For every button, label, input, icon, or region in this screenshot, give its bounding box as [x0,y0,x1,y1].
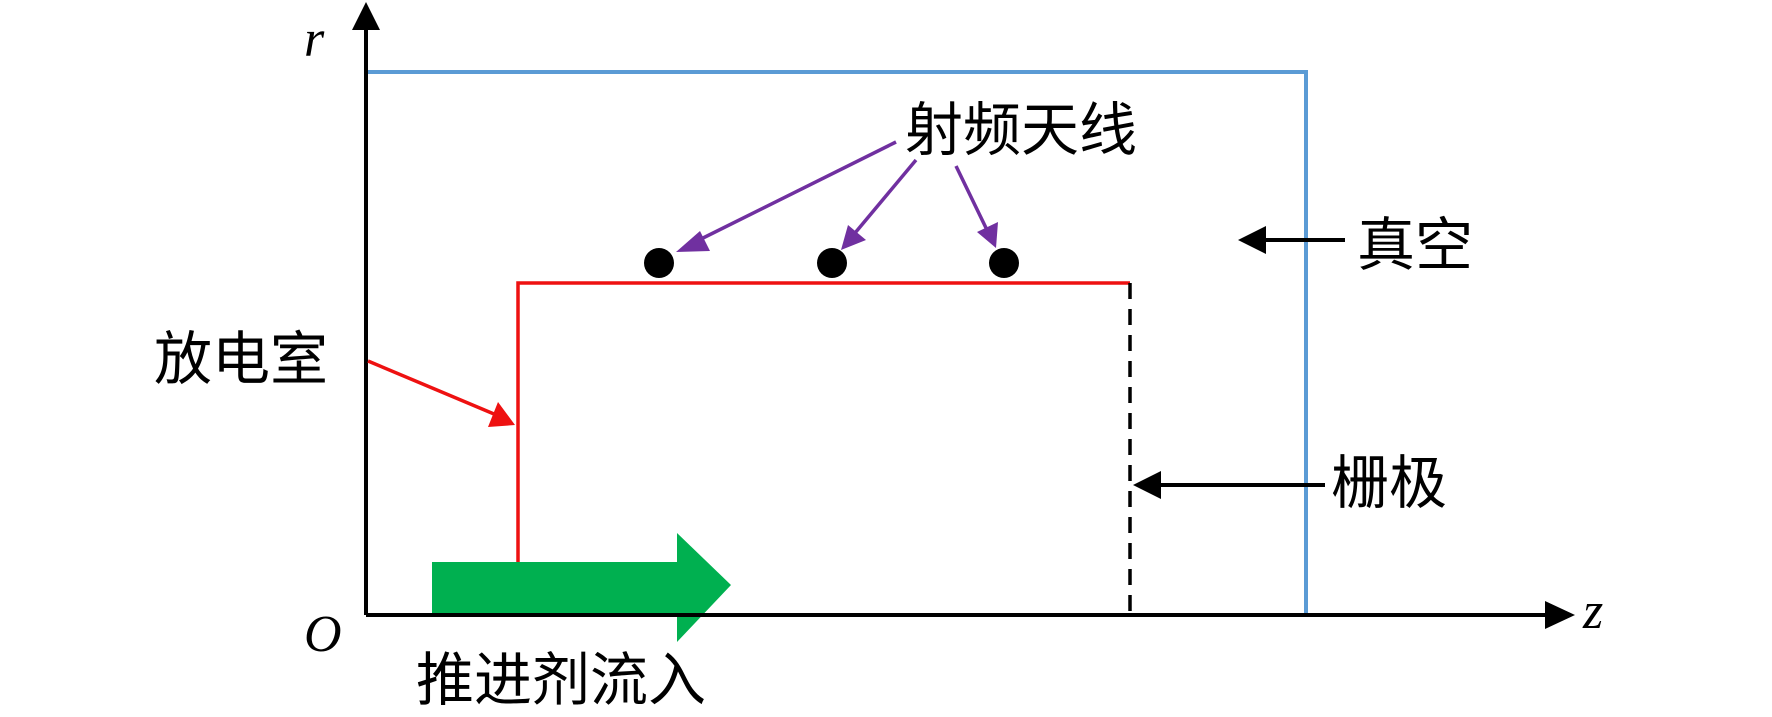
vacuum-boundary [366,70,1308,615]
discharge-chamber-wall [516,281,1130,563]
vacuum-label: 真空 [1357,211,1473,279]
z-axis-label: z [1582,583,1603,640]
discharge-chamber-label: 放电室 [154,325,328,393]
propellant-arrow [432,533,731,642]
r-axis-label: r [304,11,325,68]
rf-antenna-arrow-line [694,140,897,244]
rf-antenna-arrow-line [954,165,989,231]
discharge-chamber-arrow-line [367,359,495,416]
grid-arrowhead [1133,471,1161,499]
origin-label: O [304,606,342,663]
rf-antenna-arrow-line [853,158,918,235]
rf-antenna-arrowhead [676,231,710,252]
rf-antenna-dot [817,248,847,278]
rf-antenna-label: 射频天线 [905,96,1137,164]
vacuum-arrowhead [1238,226,1266,254]
propellant-inflow-label: 推进剂流入 [416,646,706,714]
rf-antenna-arrowhead [977,222,998,248]
grid-label: 栅极 [1331,449,1447,517]
rf-antenna-arrowhead [841,225,866,250]
r-axis-arrowhead [352,2,380,30]
z-axis-arrowhead [1545,601,1575,629]
discharge-chamber-arrowhead [488,402,515,427]
rf-antenna-dot [989,248,1019,278]
rf-antenna-dot [644,248,674,278]
